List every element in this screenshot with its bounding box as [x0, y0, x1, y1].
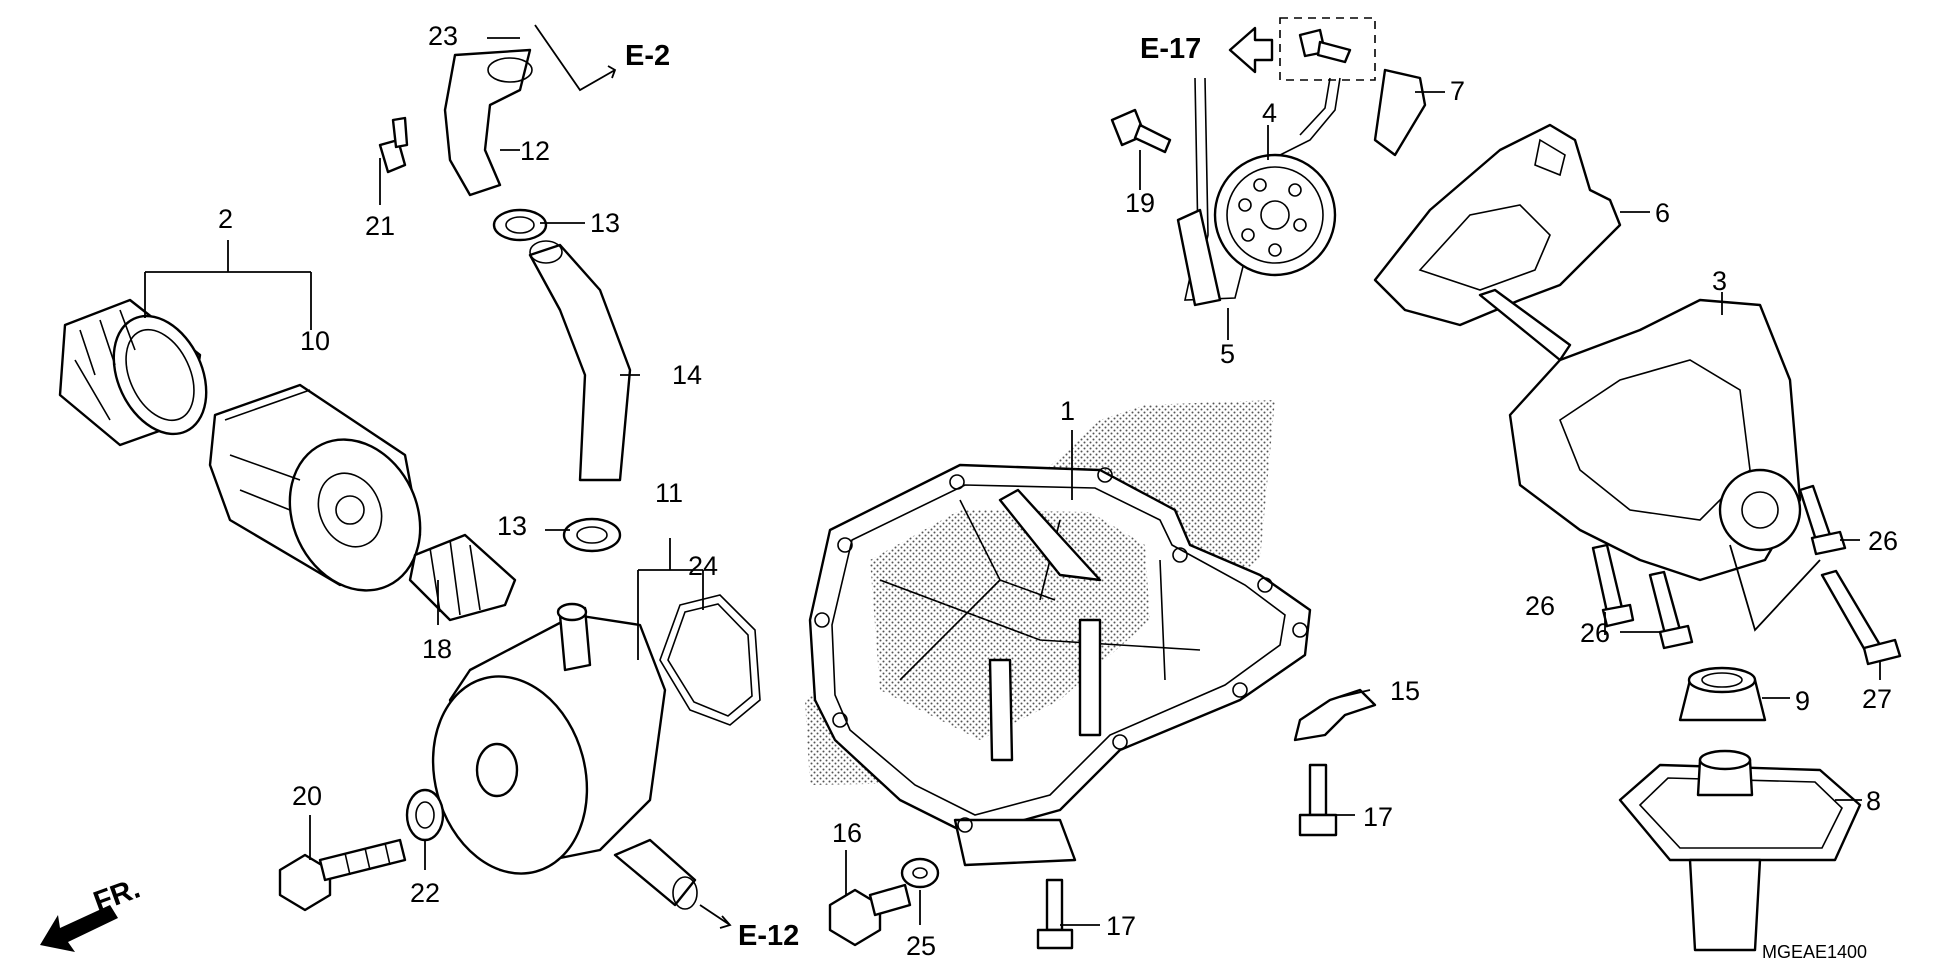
washer-22 — [405, 788, 445, 842]
label-part-13-lower: 13 — [497, 511, 527, 541]
oil-filter-wrench — [58, 298, 208, 447]
label-part-22: 22 — [410, 878, 440, 908]
dashed-bolt-box — [1279, 17, 1376, 81]
union-bolt-20 — [278, 838, 407, 912]
label-part-27: 27 — [1862, 684, 1892, 714]
label-part-8: 8 — [1866, 786, 1881, 816]
label-part-24: 24 — [688, 551, 718, 581]
bolt-21 — [378, 116, 409, 174]
front-label: FR. — [89, 873, 144, 919]
label-part-2: 2 — [218, 204, 233, 234]
label-part-9: 9 — [1795, 686, 1810, 716]
label-part-3: 3 — [1712, 266, 1727, 296]
label-part-12: 12 — [520, 136, 550, 166]
bolt-17-upper — [1298, 763, 1338, 837]
bolt-26-a — [1591, 543, 1635, 628]
label-part-19: 19 — [1125, 188, 1155, 218]
label-part-13-upper: 13 — [590, 208, 620, 238]
label-part-4: 4 — [1262, 98, 1277, 128]
ref-e12: E-12 — [738, 920, 799, 952]
label-part-18: 18 — [422, 634, 452, 664]
oil-pipe — [443, 48, 533, 197]
part-number-labels: 1 2 3 4 5 6 7 8 9 10 11 12 13 13 14 15 1… — [218, 21, 1898, 961]
bolt-26-b — [1648, 570, 1694, 650]
chain-guide-7 — [1373, 68, 1427, 157]
ref-e2: E-2 — [625, 40, 670, 72]
oil-hose — [528, 240, 632, 482]
oil-filter — [208, 383, 422, 592]
label-part-11: 11 — [655, 478, 683, 508]
label-part-16: 16 — [832, 818, 862, 848]
label-part-26-a: 26 — [1525, 591, 1555, 621]
label-part-10: 10 — [300, 326, 330, 356]
label-part-17-upper: 17 — [1363, 802, 1393, 832]
label-part-14: 14 — [672, 360, 702, 390]
hose-clamp-upper — [492, 208, 548, 242]
oil-strainer-seal — [1678, 666, 1767, 722]
bolt-17-lower — [1036, 878, 1074, 950]
label-part-21: 21 — [365, 211, 395, 241]
bolt-19 — [1110, 108, 1172, 154]
front-arrow-icon — [40, 905, 118, 952]
leader-lines — [144, 24, 1881, 929]
label-part-1: 1 — [1060, 396, 1075, 426]
hose-clamp-lower — [562, 517, 622, 553]
oil-cooler — [431, 602, 698, 910]
label-part-15: 15 — [1390, 676, 1420, 706]
e17-arrow — [1228, 26, 1274, 74]
diagram-code: MGEAE1400 — [1762, 942, 1867, 962]
label-part-20: 20 — [292, 781, 322, 811]
label-part-5: 5 — [1220, 339, 1235, 369]
label-part-6: 6 — [1655, 198, 1670, 228]
bolt-26-c — [1798, 484, 1847, 556]
oil-pan — [805, 400, 1312, 867]
bracket-15 — [1293, 688, 1377, 742]
label-part-23: 23 — [428, 21, 458, 51]
drain-bolt-16 — [828, 883, 912, 947]
label-part-17-lower: 17 — [1106, 911, 1136, 941]
oil-pump-sprocket — [1213, 153, 1337, 277]
oil-strainer — [1618, 749, 1862, 952]
bolt-27 — [1820, 569, 1902, 666]
label-part-25: 25 — [906, 931, 936, 961]
oil-pump-gasket — [1373, 123, 1622, 327]
cooler-gasket — [659, 594, 761, 726]
washer-25 — [900, 857, 940, 889]
label-part-26-c: 26 — [1868, 526, 1898, 556]
oil-pump — [1478, 288, 1802, 582]
pipe-joint — [408, 533, 517, 622]
label-part-26-b: 26 — [1580, 618, 1610, 648]
ref-e17: E-17 — [1140, 33, 1201, 65]
label-part-7: 7 — [1450, 76, 1465, 106]
